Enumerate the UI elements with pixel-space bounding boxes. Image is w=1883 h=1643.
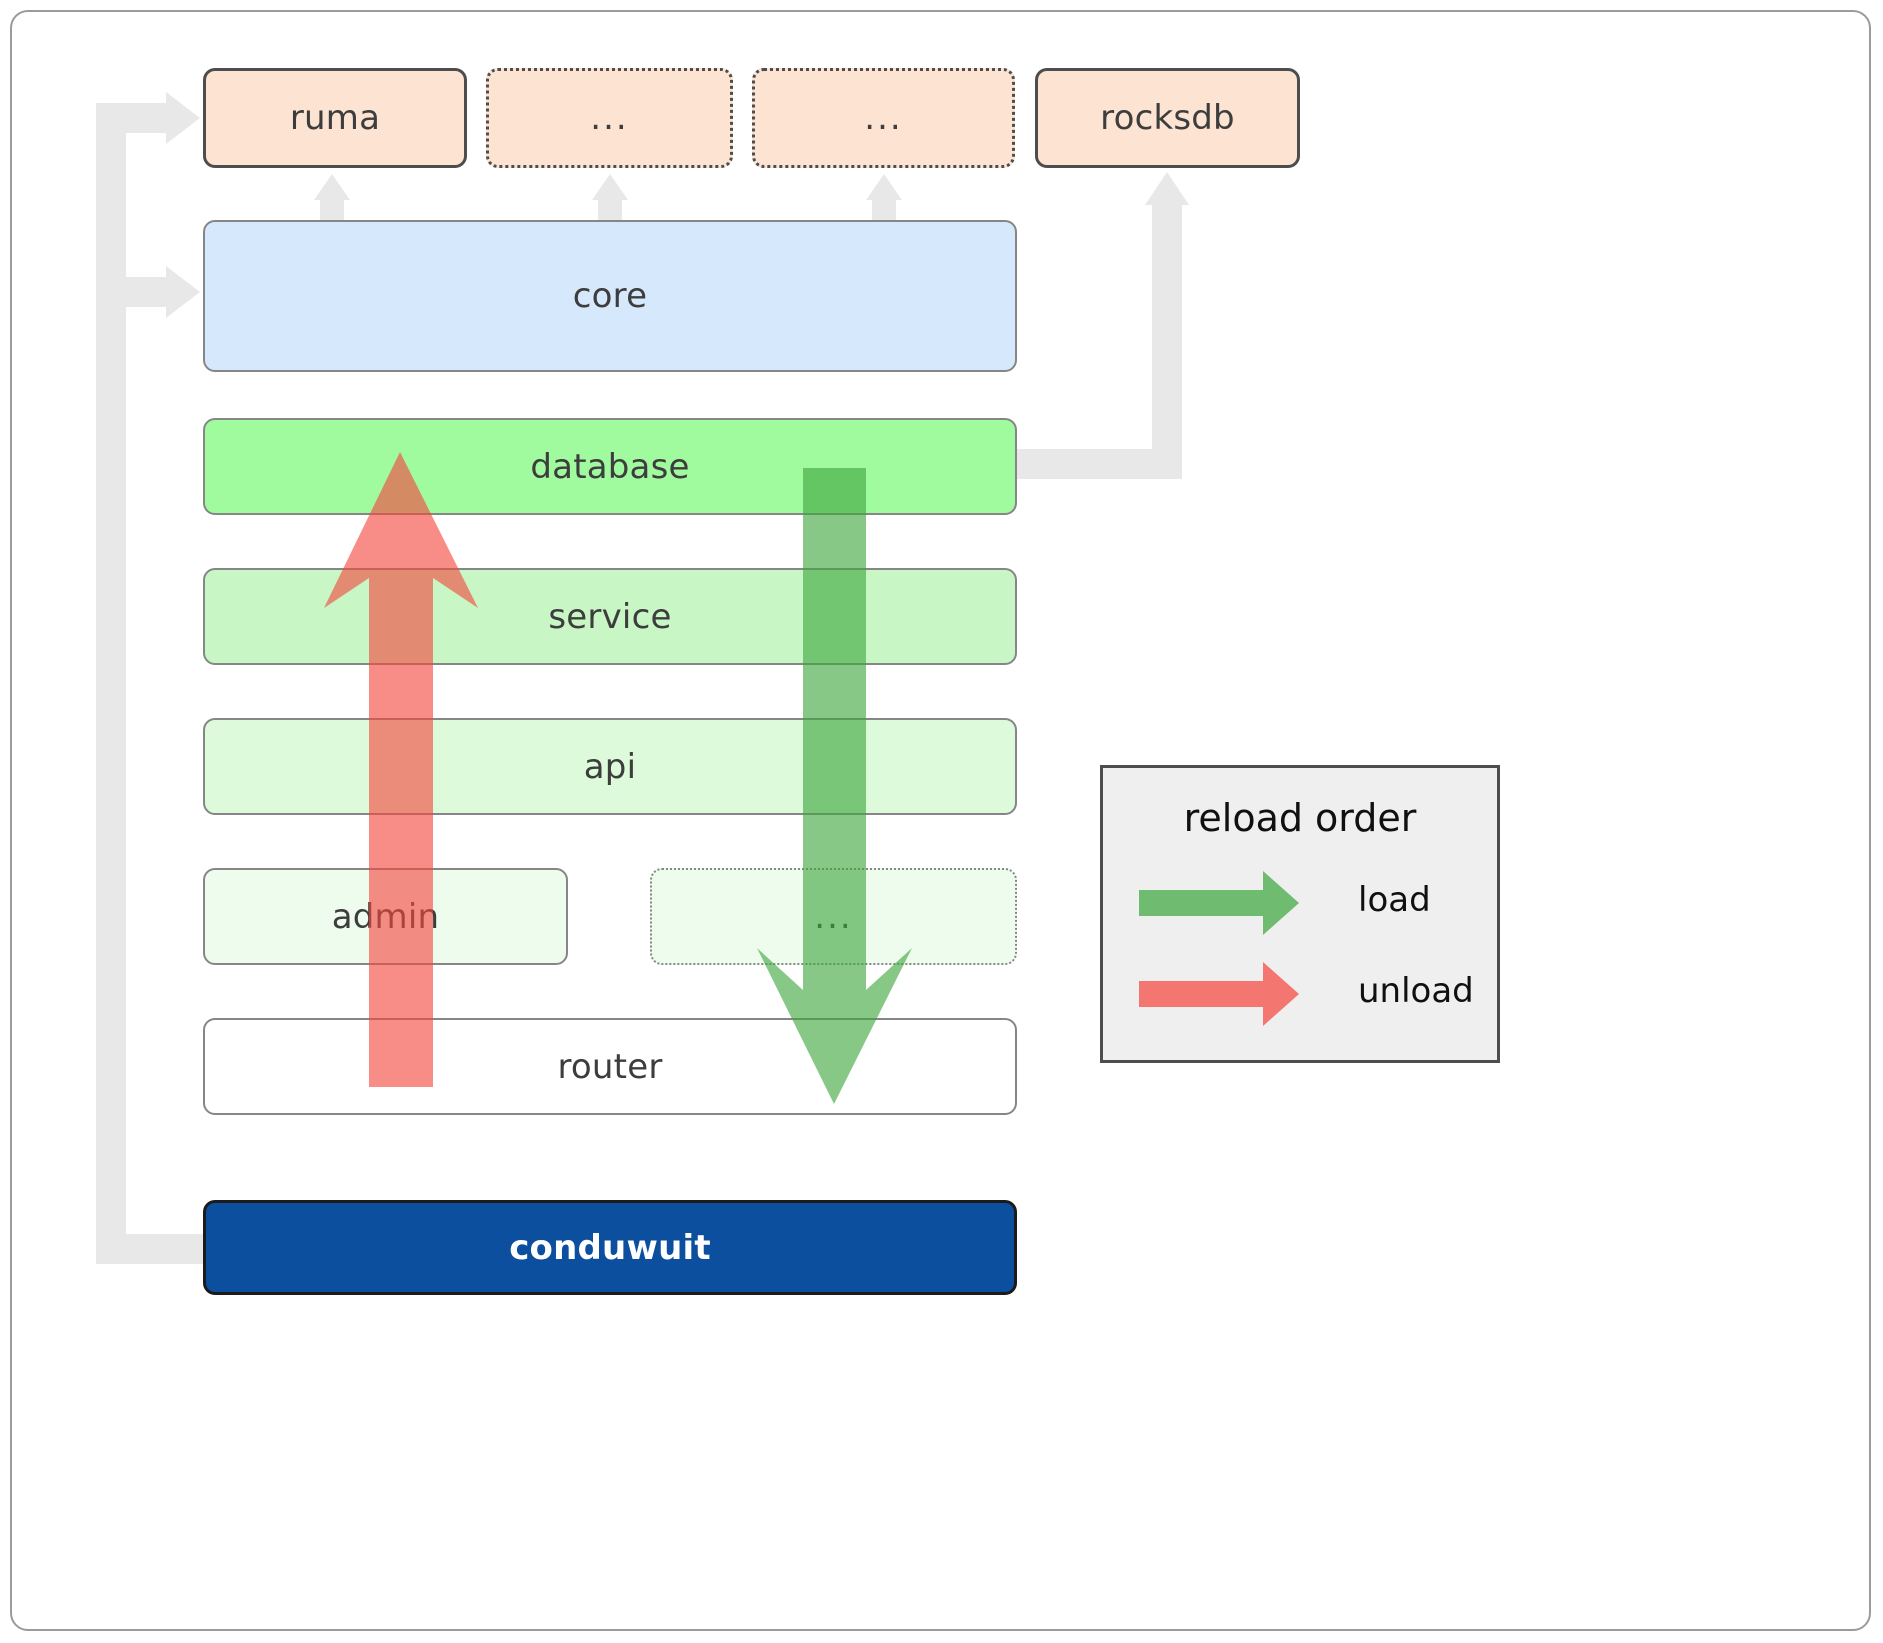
legend-unload-arrow [1139, 962, 1299, 1026]
legend-unload-label: unload [1358, 971, 1474, 1011]
layer-core[interactable]: core [203, 220, 1017, 372]
layer-api-label: api [583, 746, 637, 787]
layer-admin[interactable]: admin [203, 868, 568, 965]
legend-box: reload order load unload [1100, 765, 1500, 1063]
layer-core-label: core [572, 276, 648, 316]
crate-ruma[interactable]: ruma [203, 68, 467, 168]
legend-swatches [1139, 871, 1299, 1026]
layer-service-label: service [548, 596, 672, 637]
layer-service[interactable]: service [203, 568, 1017, 665]
crate-ruma-label: ruma [289, 98, 381, 138]
crate-rocksdb-label: rocksdb [1100, 98, 1235, 138]
layer-extra[interactable]: ... [650, 868, 1017, 965]
crate-placeholder-1-label: ... [590, 98, 629, 138]
layer-database-label: database [530, 446, 690, 487]
legend-load-label: load [1358, 880, 1431, 920]
layer-extra-label: ... [814, 896, 853, 937]
layer-api[interactable]: api [203, 718, 1017, 815]
node-conduwuit[interactable]: conduwuit [203, 1200, 1017, 1295]
layer-router[interactable]: router [203, 1018, 1017, 1115]
layer-database[interactable]: database [203, 418, 1017, 515]
legend-load-arrow [1139, 871, 1299, 935]
legend-title: reload order [1183, 796, 1417, 840]
crate-placeholder-1[interactable]: ... [486, 68, 733, 168]
crate-rocksdb[interactable]: rocksdb [1035, 68, 1300, 168]
layer-router-label: router [557, 1046, 663, 1087]
node-conduwuit-label: conduwuit [509, 1227, 711, 1268]
crate-placeholder-2-label: ... [864, 98, 903, 138]
layer-admin-label: admin [331, 896, 440, 937]
crate-placeholder-2[interactable]: ... [752, 68, 1015, 168]
